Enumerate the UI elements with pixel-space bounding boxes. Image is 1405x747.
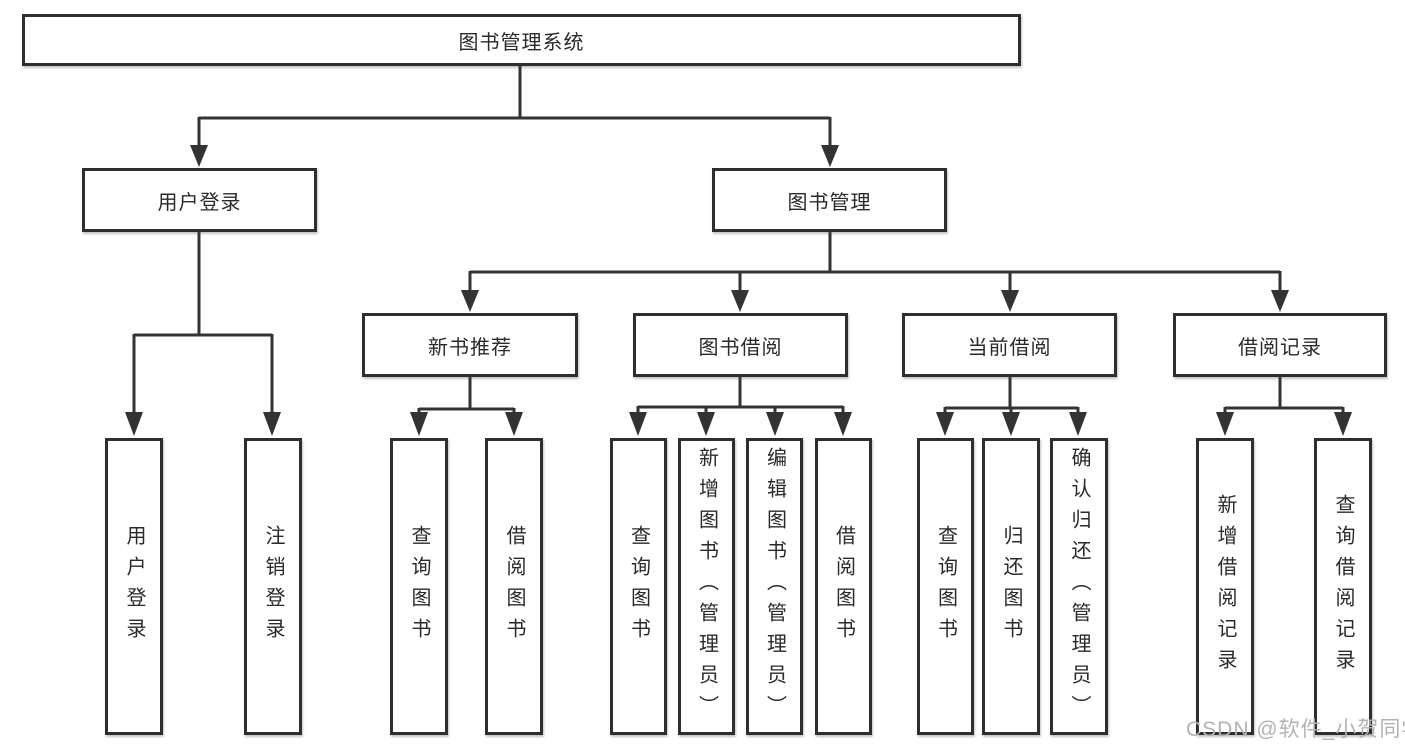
node-current-borrow: 当前借阅: [902, 313, 1117, 377]
node-book-management-system: 图书管理系统: [22, 14, 1021, 66]
leaf-current-query-books: 查询图书: [917, 438, 974, 735]
connector-newbook-to-leaves: [410, 377, 523, 436]
csdn-watermark: CSDN @软件_小贺同学: [1186, 718, 1405, 741]
leaf-borrow-add-books-admin: 新增图书（管理员）: [678, 438, 735, 735]
leaf-records-add-borrow-record: 新增借阅记录: [1196, 438, 1254, 735]
leaf-current-return-books: 归还图书: [982, 438, 1040, 735]
leaf-borrow-edit-books-admin: 编辑图书（管理员）: [746, 438, 803, 735]
connector-borrowrecords-to-leaves: [1216, 377, 1352, 436]
connector-currentborrow-to-leaves: [936, 377, 1087, 436]
node-book-borrow: 图书借阅: [633, 313, 848, 377]
connector-bookborrow-to-leaves: [629, 377, 852, 436]
leaf-user-login: 用户登录: [105, 438, 163, 735]
leaf-newbook-borrow-books: 借阅图书: [485, 438, 543, 735]
connector-bookmgmt-to-level3: [461, 232, 1289, 312]
leaf-logout: 注销登录: [244, 438, 302, 735]
node-new-book-recommend: 新书推荐: [362, 313, 578, 377]
leaf-borrow-borrow-books: 借阅图书: [815, 438, 872, 735]
node-user-login: 用户登录: [82, 168, 317, 232]
node-borrow-records: 借阅记录: [1173, 313, 1387, 377]
leaf-records-query-borrow-record: 查询借阅记录: [1314, 438, 1372, 735]
node-book-management: 图书管理: [712, 168, 947, 232]
leaf-newbook-query-books: 查询图书: [390, 438, 448, 735]
leaf-borrow-query-books: 查询图书: [610, 438, 667, 735]
leaf-current-confirm-return-admin: 确认归还（管理员）: [1050, 438, 1108, 735]
connector-root-to-level2: [190, 66, 839, 167]
connector-userlogin-to-leaves: [125, 232, 281, 436]
